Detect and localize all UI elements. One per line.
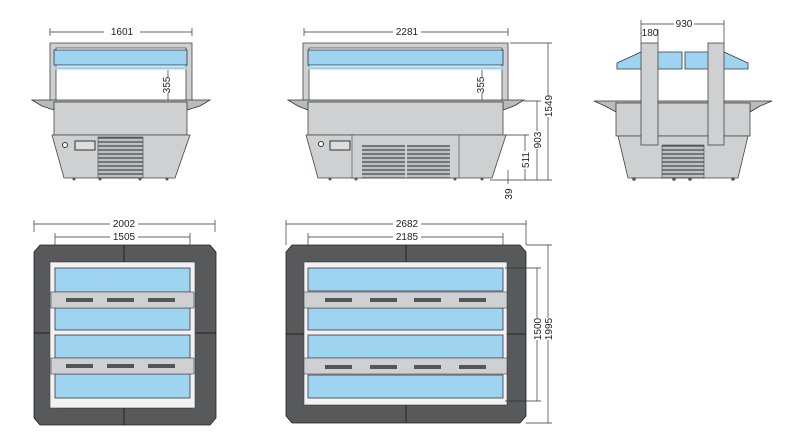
width-label: 1601 xyxy=(111,27,134,38)
side-view: 930 180 xyxy=(593,18,773,181)
glass-panel xyxy=(54,373,191,399)
gantry-post-left xyxy=(640,42,659,146)
ventilation-grille xyxy=(661,144,705,179)
sneeze-guard-glass xyxy=(53,49,188,66)
front-view-large: 2281 355 1549 903 511 39 xyxy=(286,26,555,200)
front-view-small: 1601 355 xyxy=(30,26,212,181)
width-label: 2281 xyxy=(396,27,419,38)
glass-panel xyxy=(307,374,504,399)
plan-view-small: 2002 1505 xyxy=(33,218,217,426)
glass-panel xyxy=(54,334,191,359)
glass-panel xyxy=(307,307,504,331)
outer-width-label: 2682 xyxy=(396,219,419,230)
switch-icon xyxy=(62,142,68,148)
glass-panel xyxy=(307,267,504,292)
well-body xyxy=(53,101,188,136)
heat-lamp-bar xyxy=(303,291,508,309)
sneeze-guard-glass xyxy=(307,49,504,66)
post-width-label: 180 xyxy=(642,28,659,39)
well-body xyxy=(615,102,751,137)
ventilation-grille xyxy=(407,145,450,178)
depth-label: 930 xyxy=(676,19,693,30)
counter-height-label: 903 xyxy=(533,131,544,148)
ventilation-grille xyxy=(362,145,405,178)
outer-depth-label: 1995 xyxy=(544,317,555,340)
total-height-label: 1549 xyxy=(544,94,555,117)
inner-width-label: 1505 xyxy=(113,232,136,243)
control-panel xyxy=(74,140,96,151)
glass-panel xyxy=(54,267,191,293)
inner-depth-label: 1500 xyxy=(533,317,544,340)
inner-width-label: 2185 xyxy=(396,232,419,243)
switch-icon xyxy=(318,141,324,147)
gap-label: 355 xyxy=(162,76,173,93)
outer-width-label: 2002 xyxy=(113,219,136,230)
glass-panel xyxy=(54,307,191,331)
well-body xyxy=(307,101,504,136)
plan-view-large: 2682 2185 1500 1995 xyxy=(285,218,555,424)
ventilation-grille xyxy=(97,136,144,179)
gap-label: 355 xyxy=(476,76,487,93)
control-panel xyxy=(329,140,351,151)
base-height-label: 511 xyxy=(521,152,532,168)
foot-height-label: 39 xyxy=(504,188,515,200)
gantry-post-right xyxy=(707,42,725,146)
glass-panel xyxy=(307,334,504,359)
heat-lamp-bar xyxy=(303,357,508,375)
